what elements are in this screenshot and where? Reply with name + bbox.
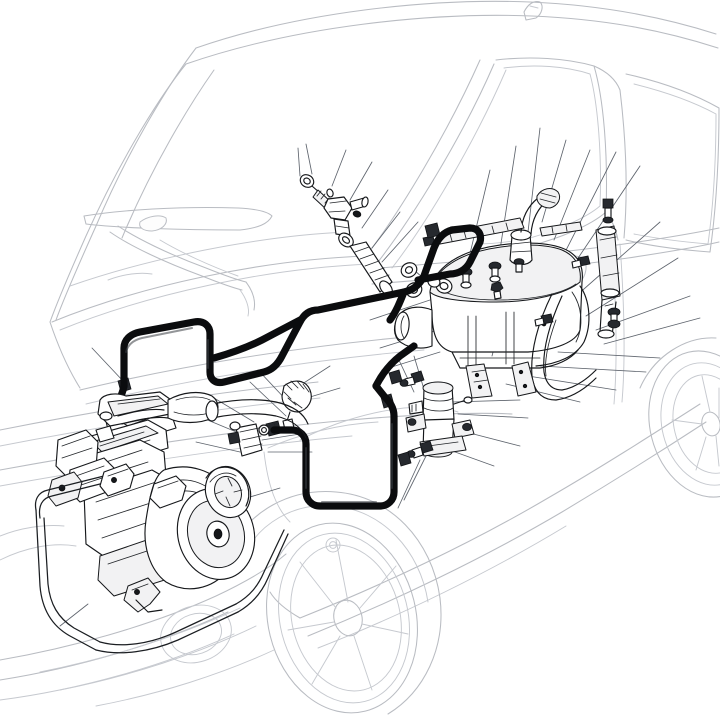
tank-shoulder-bolt bbox=[490, 281, 504, 300]
hose-pump-to-tank bbox=[372, 342, 418, 390]
hose-branch-tank-top bbox=[414, 224, 485, 284]
filter-knurl bbox=[283, 380, 310, 409]
hose-tank-outlet bbox=[386, 288, 408, 324]
hose-lower-loop bbox=[270, 382, 398, 510]
tank-top-fastener-c bbox=[513, 258, 525, 273]
bracket-lower-bolt bbox=[607, 307, 621, 329]
tank-side-bolt-c bbox=[534, 313, 554, 327]
tank-side-bolt-a bbox=[571, 255, 591, 269]
bracket-strap-group bbox=[422, 198, 621, 401]
hose-clamp-mid-right-b bbox=[388, 369, 403, 385]
hose-clamp-upper-a bbox=[400, 262, 418, 278]
tank-top-fastener-b bbox=[488, 261, 502, 283]
filter-ribs bbox=[354, 246, 390, 281]
hose-clamp-pump-feed bbox=[397, 451, 412, 467]
front-wheel-spokes bbox=[287, 539, 409, 691]
pump-group bbox=[399, 370, 475, 459]
nozzle-valve-group bbox=[299, 174, 393, 296]
rear-wheel-spokes bbox=[671, 375, 720, 471]
hose-highlights bbox=[125, 327, 393, 503]
return-hose bbox=[210, 316, 304, 362]
wiper-assembly bbox=[83, 206, 273, 317]
pulley-spokes bbox=[214, 477, 243, 507]
bracket-top-bolt bbox=[602, 198, 614, 224]
roof-antenna bbox=[523, 1, 543, 21]
pipe-group bbox=[34, 463, 289, 654]
